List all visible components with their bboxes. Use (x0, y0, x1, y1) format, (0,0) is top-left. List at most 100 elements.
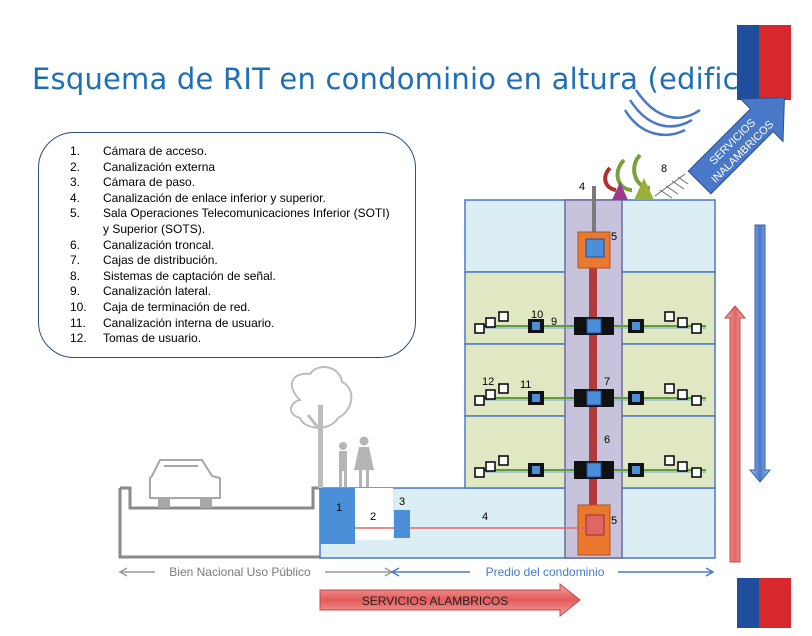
legend-item-text: Canalización externa (103, 159, 216, 174)
legend-box (38, 132, 416, 358)
termination-inner-right (632, 394, 640, 402)
legend-item-number: 4. (70, 190, 81, 205)
upper-link-conduit (592, 186, 596, 234)
user-outlet (498, 455, 509, 466)
sots-box (585, 238, 605, 258)
user-outlet (664, 311, 675, 322)
user-outlet (691, 323, 702, 334)
legend-item: 6. Canalización troncal. (70, 238, 390, 254)
legend-item-text: Canalización troncal. (103, 237, 215, 252)
public-zone-label: Bien Nacional Uso Público (169, 565, 311, 579)
label-6: 6 (604, 434, 610, 446)
label-5-top: 5 (611, 231, 617, 243)
label-1: 1 (336, 502, 342, 514)
legend-item-number: 9. (70, 284, 81, 299)
label-10: 10 (531, 309, 543, 321)
legend-item-number: 6. (70, 237, 81, 252)
legend-item: 3. Cámara de paso. (70, 175, 390, 191)
legend-item-text: Sistemas de captación de señal. (103, 268, 276, 283)
user-outlet (474, 395, 485, 406)
legend-item-number: 11. (70, 315, 86, 330)
private-zone-dimension (390, 567, 715, 577)
floor-distribution (474, 311, 706, 479)
user-outlet (691, 395, 702, 406)
downward-wireless-arrow (748, 224, 772, 483)
termination-inner-left (532, 322, 540, 330)
label-8: 8 (661, 163, 667, 175)
legend-item: y Superior (SOTS). (70, 222, 390, 238)
access-chamber (320, 488, 355, 544)
private-zone-label: Predio del condominio (486, 565, 605, 579)
legend-item-text: Canalización de enlace inferior y superi… (103, 190, 326, 205)
termination-inner-right (632, 322, 640, 330)
public-zone-dimension (118, 567, 394, 577)
brand-bar-top (737, 25, 791, 100)
legend-item-number: 3. (70, 175, 81, 190)
legend-item-text: Tomas de usuario. (103, 331, 202, 346)
legend-item-text: Sala Operaciones Telecomunicaciones Infe… (103, 206, 390, 221)
user-outlet (474, 467, 485, 478)
user-outlet (677, 389, 688, 400)
termination-inner-left (532, 394, 540, 402)
user-outlet (691, 467, 702, 478)
termination-inner-right (632, 466, 640, 474)
label-3: 3 (399, 496, 405, 508)
pedestrians-icon (339, 436, 374, 487)
label-12: 12 (482, 376, 494, 388)
legend-item-text: Canalización lateral. (103, 284, 212, 299)
car-icon (149, 459, 221, 508)
soti-box (585, 514, 605, 536)
antenna-system (603, 89, 701, 200)
user-outlet (498, 383, 509, 394)
label-2: 2 (370, 511, 376, 523)
legend-item-text: Cajas de distribución. (103, 253, 218, 268)
label-5-bottom: 5 (611, 515, 617, 527)
upward-wired-arrow (723, 305, 747, 563)
legend-item-text: Cámara de acceso. (103, 144, 208, 158)
user-outlet (474, 323, 485, 334)
legend-item-number: 8. (70, 268, 81, 283)
legend-item: 11. Canalización interna de usuario. (70, 316, 390, 332)
legend-item-text: y Superior (SOTS). (103, 221, 206, 236)
user-outlet (664, 383, 675, 394)
legend-item-text: Caja de terminación de red. (103, 299, 251, 314)
legend-item: 12. Tomas de usuario. (70, 331, 390, 347)
user-outlet (485, 461, 496, 472)
label-9: 9 (551, 316, 557, 328)
user-outlet (677, 317, 688, 328)
wired-services-arrow: SERVICIOS ALAMBRICOS (319, 582, 581, 618)
user-outlet (485, 317, 496, 328)
legend-item-number: 12. (70, 331, 87, 346)
legend-item: 8. Sistemas de captación de señal. (70, 269, 390, 285)
label-7: 7 (604, 376, 610, 388)
termination-inner-left (532, 466, 540, 474)
legend-item-text: Cámara de paso. (103, 175, 196, 190)
legend-item: 1. Cámara de acceso. (70, 144, 390, 160)
label-4-top: 4 (579, 181, 585, 193)
trunk-conduit (589, 262, 597, 510)
page-title: Esquema de RIT en condominio en altura (… (32, 62, 786, 96)
distribution-inner-box (586, 390, 602, 406)
legend-list: 1. Cámara de acceso. 2. Canalización extern… (70, 144, 390, 347)
pass-chamber (394, 510, 410, 538)
wired-arrow-label: SERVICIOS ALAMBRICOS (362, 594, 509, 608)
external-conduit-area (355, 488, 393, 540)
tree-icon (290, 366, 353, 488)
legend-item-number: 5. (70, 206, 81, 221)
label-4-bottom: 4 (482, 511, 488, 523)
user-outlet (498, 311, 509, 322)
label-11: 11 (520, 379, 531, 391)
legend-item-text: Canalización interna de usuario. (103, 315, 275, 330)
legend-item: 7. Cajas de distribución. (70, 253, 390, 269)
user-outlet (664, 455, 675, 466)
legend-item: 4. Canalización de enlace inferior y supe… (70, 191, 390, 207)
brand-bar-bottom (737, 578, 791, 628)
legend-item-number: 1. (70, 144, 81, 158)
legend-item-number: 7. (70, 253, 81, 268)
distribution-inner-box (586, 318, 602, 334)
user-outlet (485, 389, 496, 400)
legend-item: 10.Caja de terminación de red. (70, 300, 390, 316)
user-outlet (677, 461, 688, 472)
legend-item-number: 2. (70, 159, 81, 174)
